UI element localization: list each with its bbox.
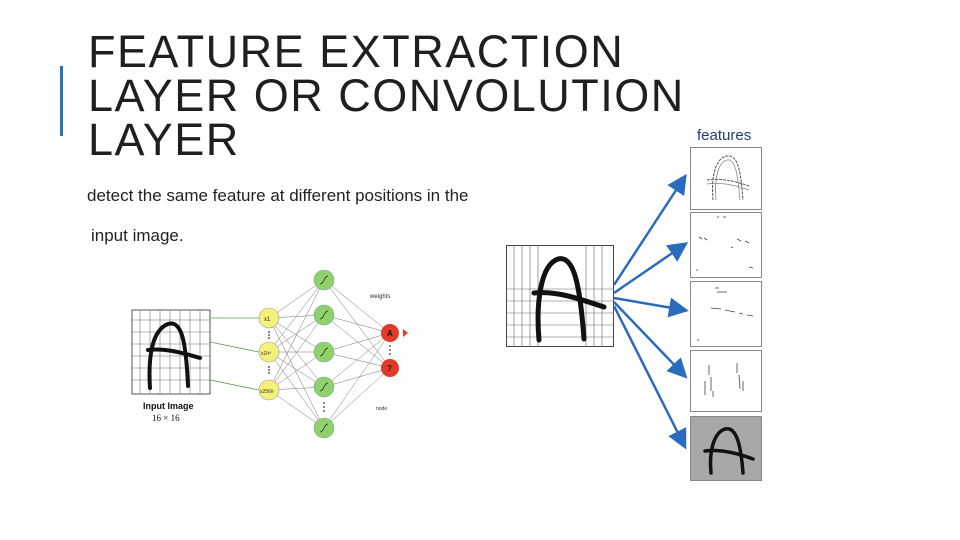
- feature-panel-3: [690, 281, 762, 347]
- arrow-to-feature-5: [614, 306, 684, 445]
- arrow-to-feature-4: [614, 302, 684, 375]
- feature-panel-1: [690, 147, 762, 210]
- feature-1-outline-letter: [691, 148, 761, 209]
- arrow-to-feature-3: [614, 298, 684, 310]
- feature-panel-5: [690, 416, 762, 481]
- feature-3-horizontal-marks: [691, 282, 761, 346]
- feature-5-full-letter: [691, 417, 761, 480]
- feature-2-sparse-marks: [691, 213, 761, 277]
- feature-panel-4: [690, 350, 762, 412]
- feature-4-vertical-marks: [691, 351, 761, 411]
- feature-panel-2: [690, 212, 762, 278]
